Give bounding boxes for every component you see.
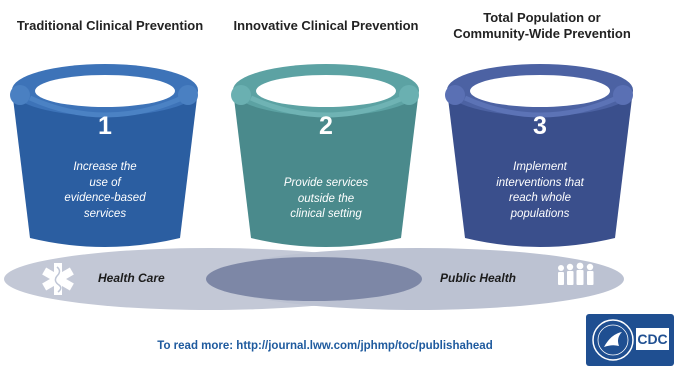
bucket-1-description: Increase the use of evidence-based servi… <box>40 160 170 222</box>
people-group-icon <box>558 262 594 285</box>
health-care-label: Health Care <box>98 271 165 285</box>
bucket-1-line-2: use of <box>89 176 121 189</box>
bucket-3-line-2: interventions that <box>496 176 584 189</box>
star-of-life-icon <box>42 263 74 295</box>
bucket-3-heading-line-1: Total Population or <box>483 10 601 25</box>
bucket-1-line-3: evidence-based <box>64 192 146 204</box>
bucket-3 <box>445 64 633 247</box>
bucket-1-number: 1 <box>98 112 112 140</box>
bucket-2 <box>231 64 419 247</box>
bucket-3-number: 3 <box>533 112 547 140</box>
bucket-3-line-1: Implement <box>513 161 567 173</box>
bucket-3-heading-line-2: Community-Wide Prevention <box>453 26 631 41</box>
bucket-3-line-3: reach whole <box>508 192 571 204</box>
bucket-2-number: 2 <box>319 112 333 140</box>
public-health-label: Public Health <box>440 271 517 285</box>
bucket-1-line-4: services <box>83 207 127 220</box>
bucket-1 <box>10 64 198 247</box>
bucket-3-description: Implement interventions that reach whole… <box>475 160 605 222</box>
bucket-2-line-3: clinical setting <box>290 208 362 220</box>
bucket-3-heading: Total Population or Community-Wide Preve… <box>432 10 652 42</box>
read-more-link[interactable]: To read more: http://journal.lww.com/jph… <box>157 340 493 352</box>
venn-overlap <box>206 257 422 301</box>
bucket-2-description: Provide services outside the clinical se… <box>261 176 391 223</box>
bucket-2-heading: Innovative Clinical Prevention <box>233 18 419 33</box>
cdc-logo-text: CDC <box>637 331 667 347</box>
bucket-1-heading: Traditional Clinical Prevention <box>16 18 204 33</box>
bucket-2-line-1: Provide services <box>283 177 369 189</box>
bucket-2-line-2: outside the <box>297 192 355 205</box>
bucket-3-line-4: populations <box>510 207 570 220</box>
bucket-1-line-1: Increase the <box>73 161 137 173</box>
cdc-logo: CDC <box>586 314 674 366</box>
